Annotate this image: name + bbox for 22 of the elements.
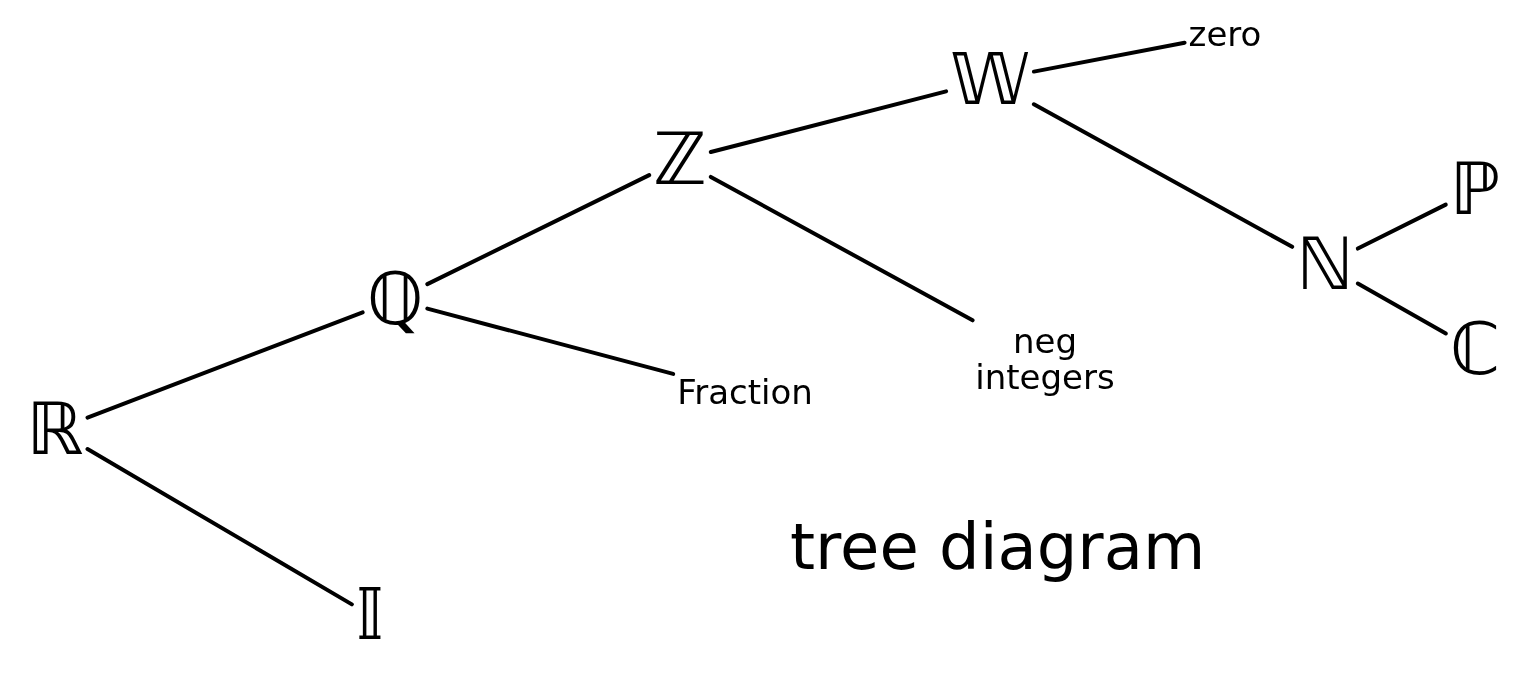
branch-line — [1355, 202, 1448, 251]
branch-line — [85, 447, 354, 607]
branch-line — [708, 174, 975, 323]
set-symbol: ℤ — [649, 118, 711, 202]
node-label: Fraction — [673, 371, 817, 415]
branch-line — [425, 173, 652, 287]
branch-line — [425, 306, 676, 376]
branch-line — [1355, 281, 1448, 336]
set-symbol: 𝕎 — [946, 38, 1034, 122]
set-symbol: ℂ — [1445, 308, 1505, 392]
node-label: zero — [1184, 13, 1266, 57]
set-symbol: 𝕀 — [351, 573, 389, 657]
set-symbol: ℕ — [1292, 223, 1358, 307]
branch-line — [85, 310, 365, 420]
set-symbol: ℝ — [22, 388, 88, 472]
set-symbol: ℚ — [362, 258, 428, 342]
diagram-title: tree diagram — [790, 510, 1206, 584]
branch-line — [1031, 102, 1295, 249]
set-symbol: ℙ — [1445, 148, 1505, 232]
branch-line — [708, 89, 949, 155]
branch-line — [1031, 40, 1187, 74]
node-label: neg integers — [956, 320, 1134, 400]
